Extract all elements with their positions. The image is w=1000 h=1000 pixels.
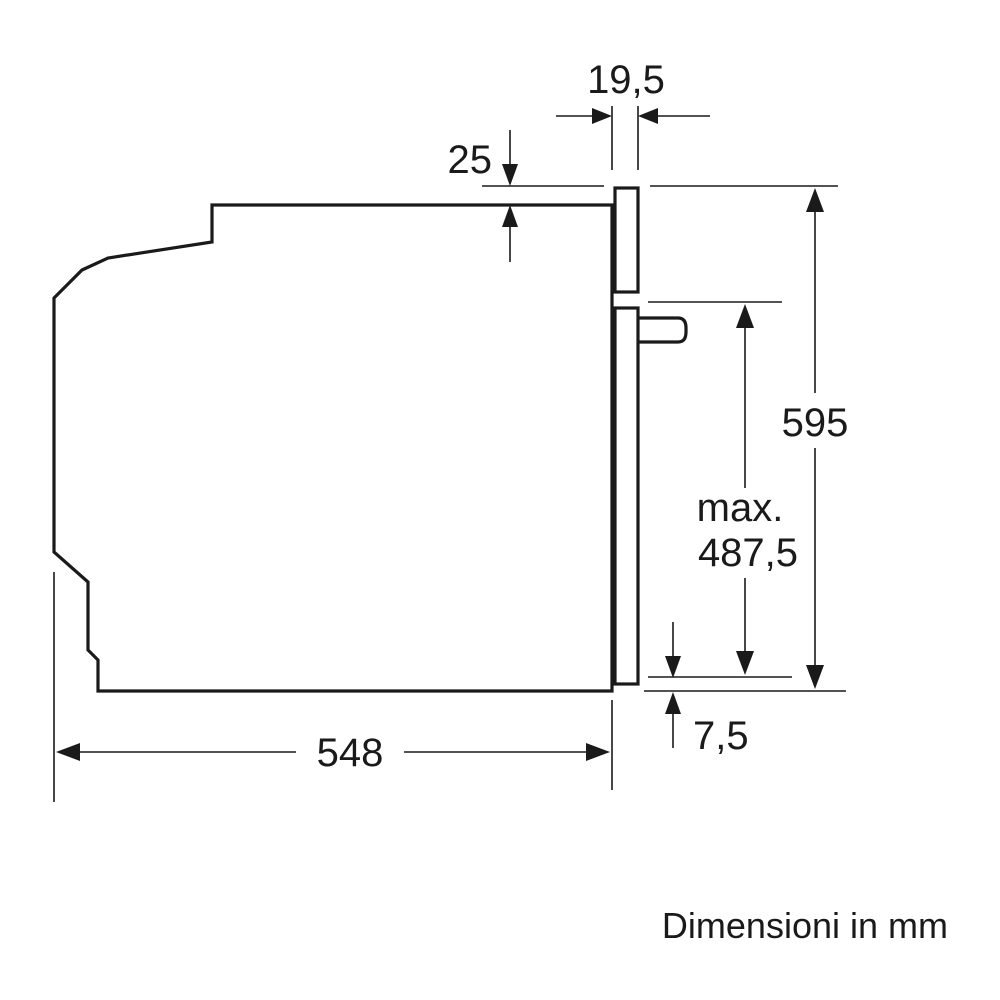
dim-7-5-arrow-down: [665, 656, 681, 678]
oven-door-outline: [613, 306, 640, 686]
dim-19-5-arrow-left: [592, 108, 612, 124]
dim-19-5-arrow-right: [638, 108, 658, 124]
door-handle-outline: [638, 316, 688, 344]
dim-25-label: 25: [448, 138, 493, 182]
dim-7-5-label: 7,5: [693, 714, 749, 758]
dim-25-arrow-down: [502, 164, 518, 186]
dim-548-arrow-left: [56, 743, 80, 761]
dim-548-arrow-right: [586, 743, 610, 761]
dim-25-arrow-up: [502, 205, 518, 227]
dim-595-arrow-top: [806, 188, 824, 212]
dim-487-max-label: max.: [697, 486, 784, 530]
dim-487-arrow-top: [736, 304, 754, 328]
dim-19-5-label: 19,5: [587, 58, 665, 102]
dim-595-arrow-bottom: [806, 665, 824, 689]
oven-body-outline: [52, 203, 614, 693]
units-note: Dimensioni in mm: [662, 905, 948, 946]
dim-595-label: 595: [782, 401, 849, 445]
control-panel-outline: [613, 186, 640, 294]
dim-487-value-label: 487,5: [698, 531, 798, 575]
dim-7-5-arrow-up: [665, 692, 681, 714]
dim-487-arrow-bottom: [736, 651, 754, 675]
dim-548-label: 548: [317, 731, 384, 775]
